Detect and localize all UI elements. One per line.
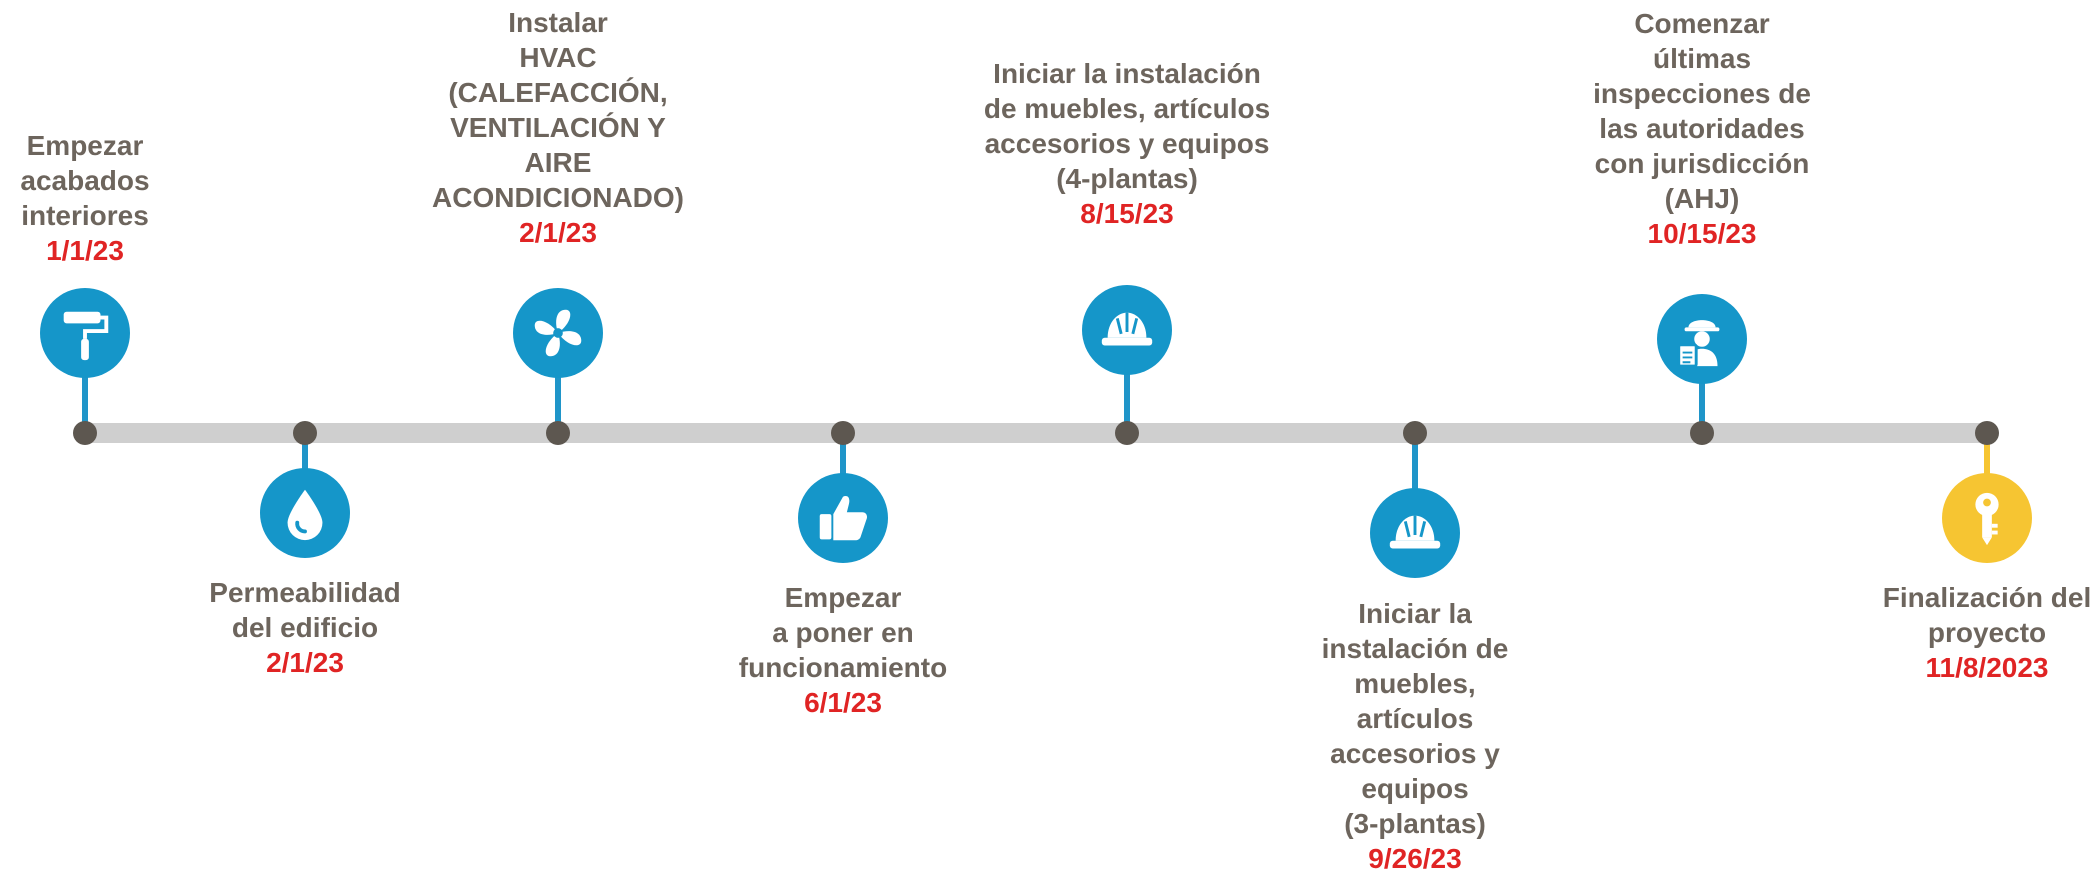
paint-roller-icon — [54, 302, 116, 364]
timeline-dot — [1690, 421, 1714, 445]
milestone-text-line: Empezar — [26, 130, 144, 161]
milestone-date: 2/1/23 — [266, 647, 344, 678]
milestone-text-line: a poner en — [772, 617, 914, 648]
timeline-dot — [1115, 421, 1139, 445]
milestone-text-line: las autoridades — [1599, 113, 1805, 144]
milestone-text-line: inspecciones de — [1593, 78, 1811, 109]
milestone-text-line: (3-plantas) — [1344, 808, 1486, 839]
milestone-text-line: Iniciar la instalación — [993, 58, 1261, 89]
fan-icon — [527, 302, 589, 364]
milestone-text-line: accesorios y equipos — [984, 128, 1270, 159]
milestone-date: 6/1/23 — [804, 687, 882, 718]
milestone-text-line: muebles, — [1354, 668, 1476, 699]
milestone-connector — [555, 333, 561, 433]
milestone-text-line: Finalización del — [1882, 582, 2091, 613]
milestone-text-line: (AHJ) — [1664, 183, 1740, 214]
milestone-text-line: instalación de — [1321, 633, 1509, 664]
milestone-icon-circle — [260, 468, 350, 558]
hard-hat-icon — [1096, 299, 1158, 361]
milestone-text-line: Instalar — [508, 7, 608, 38]
milestone-text-line: de muebles, artículos — [983, 93, 1271, 124]
milestone-connector — [1412, 433, 1418, 533]
milestone-text-line: (4-plantas) — [1056, 163, 1198, 194]
milestone-text-line: proyecto — [1927, 617, 2047, 648]
milestone-icon-circle — [1657, 294, 1747, 384]
milestone-date: 11/8/2023 — [1925, 652, 2049, 683]
milestone-icon-circle — [1370, 488, 1460, 578]
milestone-icon-circle — [40, 288, 130, 378]
milestone-date: 10/15/23 — [1647, 218, 1757, 249]
milestone-text-line: interiores — [21, 200, 149, 231]
milestone-icon-circle — [1082, 285, 1172, 375]
milestone-text-line: AIRE — [524, 147, 592, 178]
milestone-icon-circle — [1942, 473, 2032, 563]
hard-hat-icon — [1384, 502, 1446, 564]
milestone-icon-circle — [513, 288, 603, 378]
milestone-label: Empezar acabados interiores 1/1/23 — [20, 128, 149, 268]
milestone-text-line: VENTILACIÓN Y — [450, 112, 666, 143]
inspector-icon — [1671, 308, 1733, 370]
milestone-text-line: HVAC — [519, 42, 597, 73]
milestone-text-line: accesorios y — [1330, 738, 1500, 769]
milestone-label: Iniciar la instalación de muebles, artícu… — [984, 56, 1270, 231]
milestone-label: Iniciar la instalación de muebles, artículo… — [1322, 596, 1509, 876]
milestone-label: Comenzar últimas inspecciones de las autori… — [1593, 6, 1811, 251]
milestone-date: 2/1/23 — [519, 217, 597, 248]
milestone-date: 9/26/23 — [1368, 843, 1462, 874]
milestone-text-line: Comenzar — [1634, 8, 1770, 39]
milestone-text-line: del edificio — [231, 612, 379, 643]
milestone-text-line: artículos — [1356, 703, 1474, 734]
water-drop-icon — [274, 482, 336, 544]
milestone-text-line: Permeabilidad — [209, 577, 401, 608]
milestone-label: Empezar a poner en funcionamiento 6/1/23 — [739, 580, 947, 720]
milestone-text-line: últimas — [1652, 43, 1752, 74]
milestone-date: 1/1/23 — [46, 235, 124, 266]
milestone-text-line: Empezar — [784, 582, 902, 613]
milestone-text-line: (CALEFACCIÓN, — [448, 77, 668, 108]
timeline-dot — [293, 421, 317, 445]
timeline-dot — [1403, 421, 1427, 445]
milestone-text-line: equipos — [1361, 773, 1469, 804]
milestone-label: Finalización del proyecto 11/8/2023 — [1883, 580, 2091, 685]
milestone-text-line: Iniciar la — [1358, 598, 1472, 629]
timeline-dot — [1975, 421, 1999, 445]
milestone-connector — [1699, 339, 1705, 433]
milestone-icon-circle — [798, 473, 888, 563]
timeline-dot — [831, 421, 855, 445]
milestone-text-line: acabados — [20, 165, 150, 196]
milestone-text-line: ACONDICIONADO) — [432, 182, 684, 213]
milestone-text-line: con jurisdicción — [1594, 148, 1810, 179]
milestone-date: 8/15/23 — [1080, 198, 1174, 229]
milestone-label: Permeabilidad del edificio 2/1/23 — [209, 575, 400, 680]
timeline-dot — [73, 421, 97, 445]
key-icon — [1956, 487, 2018, 549]
thumbs-up-icon — [812, 487, 874, 549]
milestone-connector — [1124, 330, 1130, 433]
milestone-connector — [82, 333, 88, 433]
milestone-text-line: funcionamiento — [738, 652, 948, 683]
timeline-dot — [546, 421, 570, 445]
